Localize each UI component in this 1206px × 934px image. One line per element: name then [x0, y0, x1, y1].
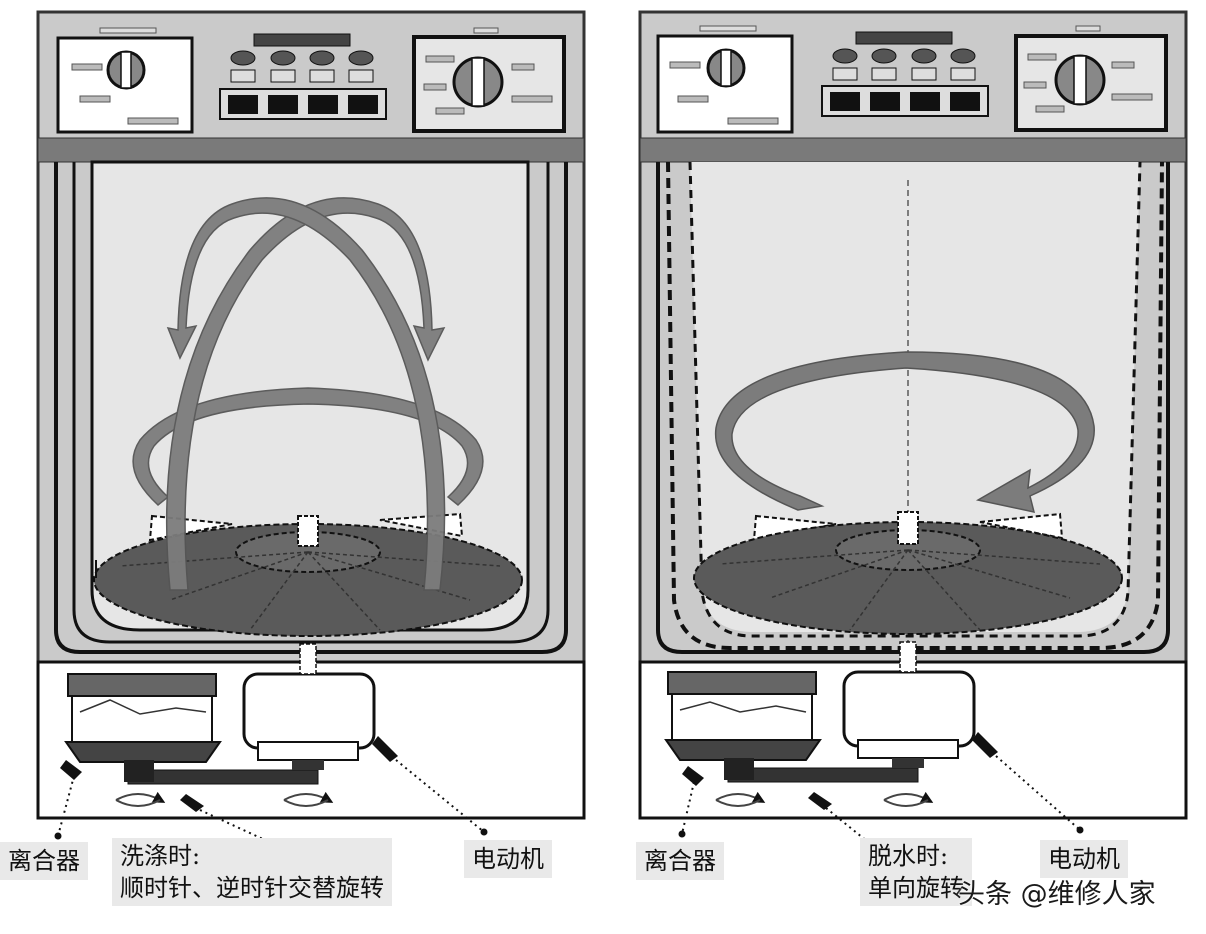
right-clutch: [664, 671, 822, 761]
left-machine: [36, 10, 586, 850]
left-top-band: [37, 137, 585, 163]
watermark: 头条 @维修人家: [958, 879, 1156, 910]
left-control-panel: [56, 27, 566, 134]
left-clutch: [64, 673, 222, 763]
right-rotation-arrow: [714, 351, 1095, 513]
right-led-strip: [855, 31, 953, 45]
right-drum: [690, 162, 1140, 632]
right-machine: [638, 10, 1188, 846]
left-belt: [127, 769, 319, 785]
left-wash-title: 洗涤时:: [120, 842, 201, 870]
right-leader-lines: [681, 755, 1081, 843]
left-indicator-lights: [230, 50, 374, 83]
left-rotation-arrows: [132, 197, 484, 591]
right-dashed-tub-inner: [688, 161, 1142, 638]
right-spin-label: 脱水时: 单向旋转: [860, 838, 972, 906]
left-impeller: [93, 512, 523, 637]
left-leader-lines: [57, 759, 485, 847]
left-led-strip: [253, 33, 351, 47]
left-wash-label: 洗涤时: 顺时针、逆时针交替旋转: [112, 838, 392, 906]
right-belt: [727, 767, 919, 783]
right-motor-label: 电动机: [1040, 840, 1128, 878]
right-indicator-lights: [832, 48, 976, 81]
right-top-band: [639, 137, 1187, 163]
left-inner-tub: [72, 162, 550, 644]
left-wash-desc: 顺时针、逆时针交替旋转: [120, 874, 384, 902]
left-motor-label: 电动机: [464, 840, 552, 878]
right-spin-indicators: [715, 791, 934, 807]
right-spin-desc: 单向旋转: [868, 874, 964, 902]
left-spin-indicators: [115, 791, 334, 807]
right-spin-title: 脱水时:: [868, 842, 949, 870]
right-clutch-label: 离合器: [636, 842, 724, 880]
right-motor: [842, 641, 976, 768]
left-clutch-label: 离合器: [0, 842, 88, 880]
left-motor: [242, 643, 376, 770]
right-impeller: [693, 511, 1123, 635]
right-control-panel: [656, 25, 1168, 134]
